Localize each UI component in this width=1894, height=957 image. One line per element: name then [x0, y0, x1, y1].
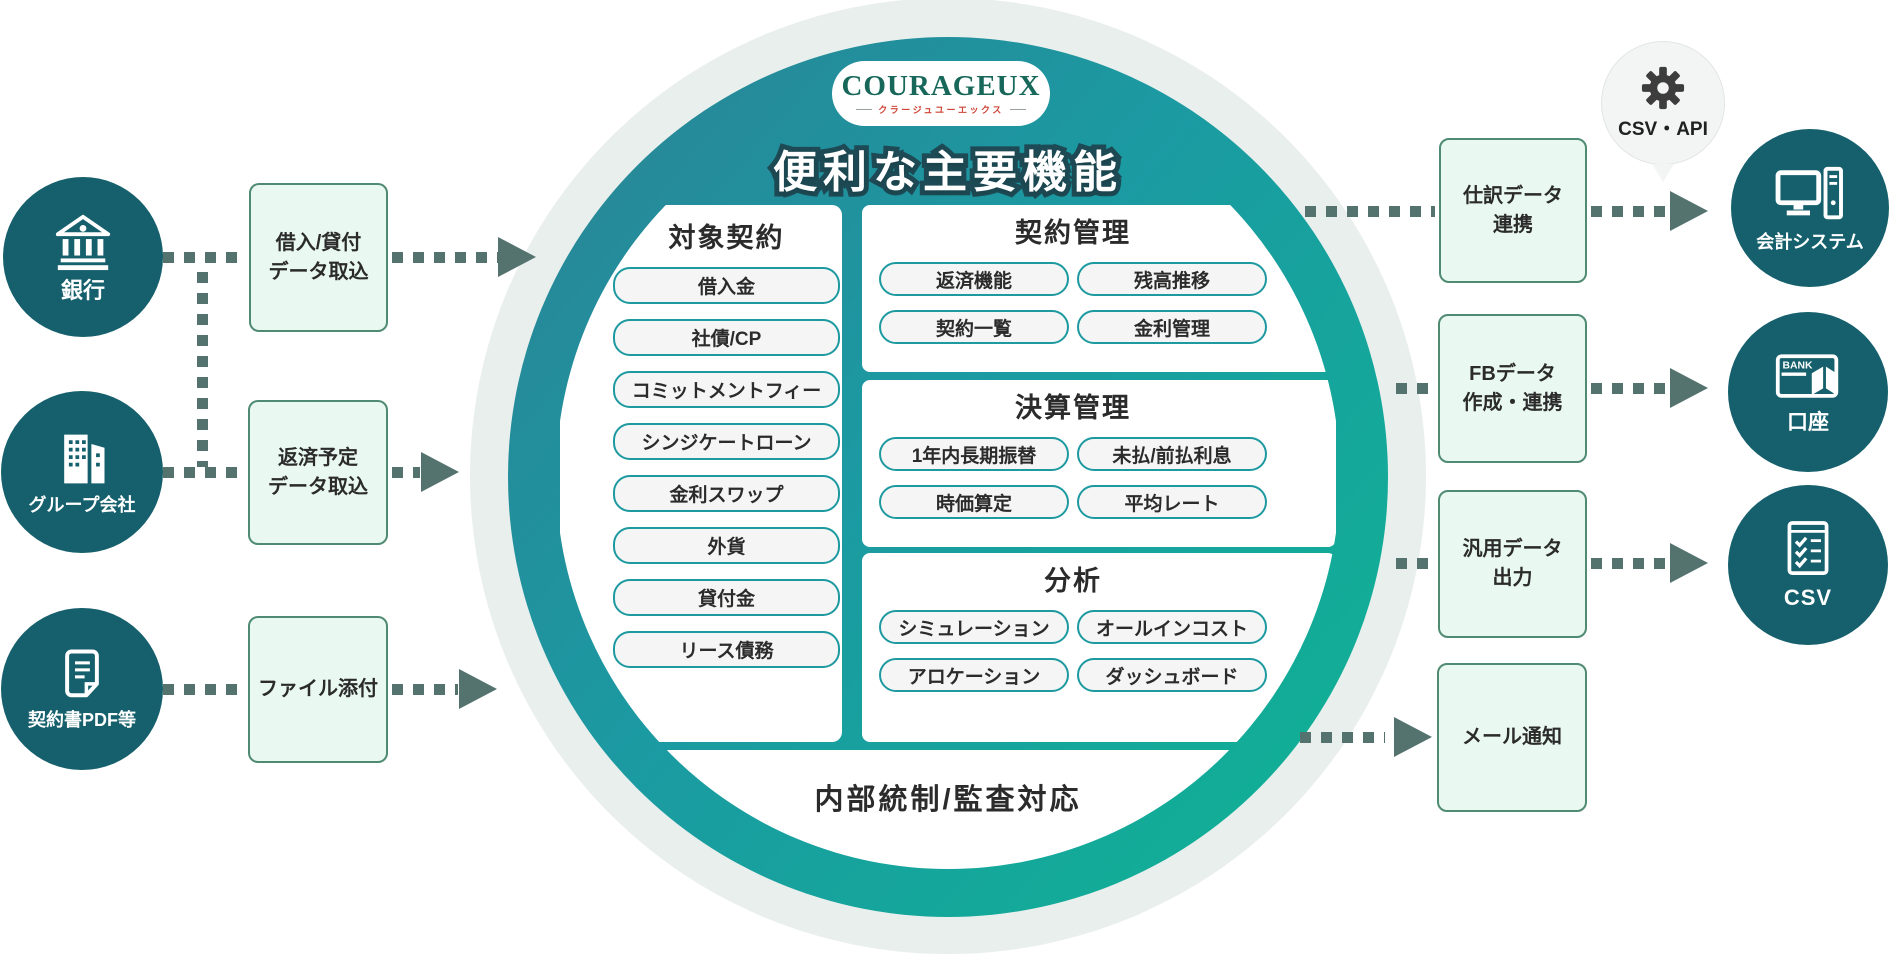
logo-badge: COURAGEUX クラージュユーエックス: [832, 61, 1050, 126]
target-label: CSV: [1783, 585, 1833, 611]
feature-pill: 金利管理: [1077, 310, 1267, 344]
hub-title: 便利な主要機能: [768, 143, 1123, 202]
section-title: 決算管理: [1015, 393, 1131, 423]
source-label: 契約書PDF等: [28, 709, 136, 730]
source-node-group-company: グループ会社: [1, 391, 163, 553]
csv-api-label: CSV・API: [1618, 119, 1708, 140]
arrow-right-icon: [459, 669, 497, 709]
connector-dots: [1591, 383, 1669, 394]
feature-pill: 外貨: [613, 527, 840, 564]
feature-pill: リース債務: [613, 631, 840, 668]
document-icon: [65, 649, 99, 697]
feature-pill: 未払/前払利息: [1077, 437, 1267, 471]
feature-pill: 契約一覧: [879, 310, 1069, 344]
output-box-mail-notification: メール通知: [1437, 663, 1587, 812]
section-title: 分析: [1044, 566, 1102, 596]
connector-dots: [392, 684, 458, 695]
connector-dots: [392, 252, 498, 263]
output-box-generic-data-export: 汎用データ 出力: [1438, 490, 1587, 638]
feature-pill: 返済機能: [879, 262, 1069, 296]
input-box-file-attachment: ファイル添付: [248, 616, 388, 763]
connector-dots: [163, 684, 244, 695]
target-label: 口座: [1787, 410, 1829, 434]
computer-icon: [1775, 166, 1843, 219]
feature-pill: 平均レート: [1077, 485, 1267, 519]
output-box-fb-data-create-link: FBデータ 作成・連携: [1438, 314, 1587, 463]
source-node-bank: 銀行: [3, 177, 163, 337]
arrow-right-icon: [1670, 368, 1708, 408]
target-node-bank-account: BANK 口座: [1728, 312, 1888, 472]
gear-icon: [1641, 66, 1685, 110]
connector-dots: [1396, 558, 1435, 569]
source-node-contract-pdf: 契約書PDF等: [1, 608, 163, 770]
feature-pill: オールインコスト: [1077, 610, 1267, 644]
connector-dots: [1591, 558, 1669, 569]
arrow-right-icon: [498, 237, 536, 277]
feature-pill: シミュレーション: [879, 610, 1069, 644]
svg-text:BANK: BANK: [1783, 360, 1813, 371]
bank-icon: [55, 215, 111, 271]
passbook-icon: BANK: [1775, 354, 1839, 398]
feature-pill: シンジケートローン: [613, 423, 840, 460]
feature-pill: 借入金: [613, 267, 840, 304]
feature-pill: 1年内長期振替: [879, 437, 1069, 471]
connector-dots: [392, 467, 420, 478]
input-box-repayment-schedule-import: 返済予定 データ取込: [248, 400, 388, 545]
checklist-icon: [1787, 521, 1829, 576]
feature-pill: コミットメントフィー: [613, 371, 840, 408]
feature-pill: 時価算定: [879, 485, 1069, 519]
arrow-right-icon: [1670, 191, 1708, 231]
source-label: 銀行: [60, 278, 105, 304]
connector-dots: [163, 252, 245, 263]
section-analysis: 分析 シミュレーション オールインコスト アロケーション ダッシュボード: [862, 553, 1336, 742]
section-closing-management: 決算管理 1年内長期振替 未払/前払利息 時価算定 平均レート: [862, 380, 1336, 547]
feature-pill: 貸付金: [613, 579, 840, 616]
bubble-tail: [1652, 164, 1674, 182]
dash-decor: [1009, 109, 1026, 110]
connector-dots: [1305, 206, 1435, 217]
feature-pill: 金利スワップ: [613, 475, 840, 512]
arrow-right-icon: [421, 452, 459, 492]
arrow-right-icon: [1670, 543, 1708, 583]
input-box-loan-data-import: 借入/貸付 データ取込: [249, 183, 388, 332]
source-label: グループ会社: [28, 494, 136, 515]
arrow-right-icon: [1394, 717, 1432, 757]
buildings-icon: [64, 434, 105, 483]
section-target-contracts: 対象契約 借入金 社債/CP コミットメントフィー シンジケートローン 金利スワ…: [560, 205, 842, 742]
connector-dots: [1396, 383, 1435, 394]
feature-pill: 社債/CP: [613, 319, 840, 356]
section-contract-management: 契約管理 返済機能 残高推移 契約一覧 金利管理: [862, 205, 1336, 372]
connector-dots: [1591, 206, 1669, 217]
internal-control-label: 内部統制/監査対応: [814, 784, 1082, 816]
section-title: 対象契約: [668, 223, 785, 253]
section-title: 契約管理: [1015, 218, 1131, 248]
target-label: 会計システム: [1756, 231, 1864, 252]
brand-reading: クラージュユーエックス: [856, 103, 1026, 116]
internal-control-band: 内部統制/監査対応: [556, 750, 1340, 869]
connector-dots: [197, 272, 208, 467]
brand-logo: COURAGEUX: [841, 70, 1041, 102]
target-node-csv: CSV: [1728, 485, 1888, 645]
csv-api-bubble: CSV・API: [1601, 41, 1725, 165]
connector-dots: [1300, 732, 1385, 743]
feature-pill: 残高推移: [1077, 262, 1267, 296]
feature-pill: ダッシュボード: [1077, 658, 1267, 692]
output-box-journal-data-link: 仕訳データ 連携: [1439, 138, 1587, 283]
feature-pill: アロケーション: [879, 658, 1069, 692]
hub-inner: 対象契約 借入金 社債/CP コミットメントフィー シンジケートローン 金利スワ…: [556, 85, 1340, 869]
target-node-accounting-system: 会計システム: [1731, 129, 1889, 287]
dash-decor: [856, 109, 873, 110]
connector-dots: [163, 467, 244, 478]
